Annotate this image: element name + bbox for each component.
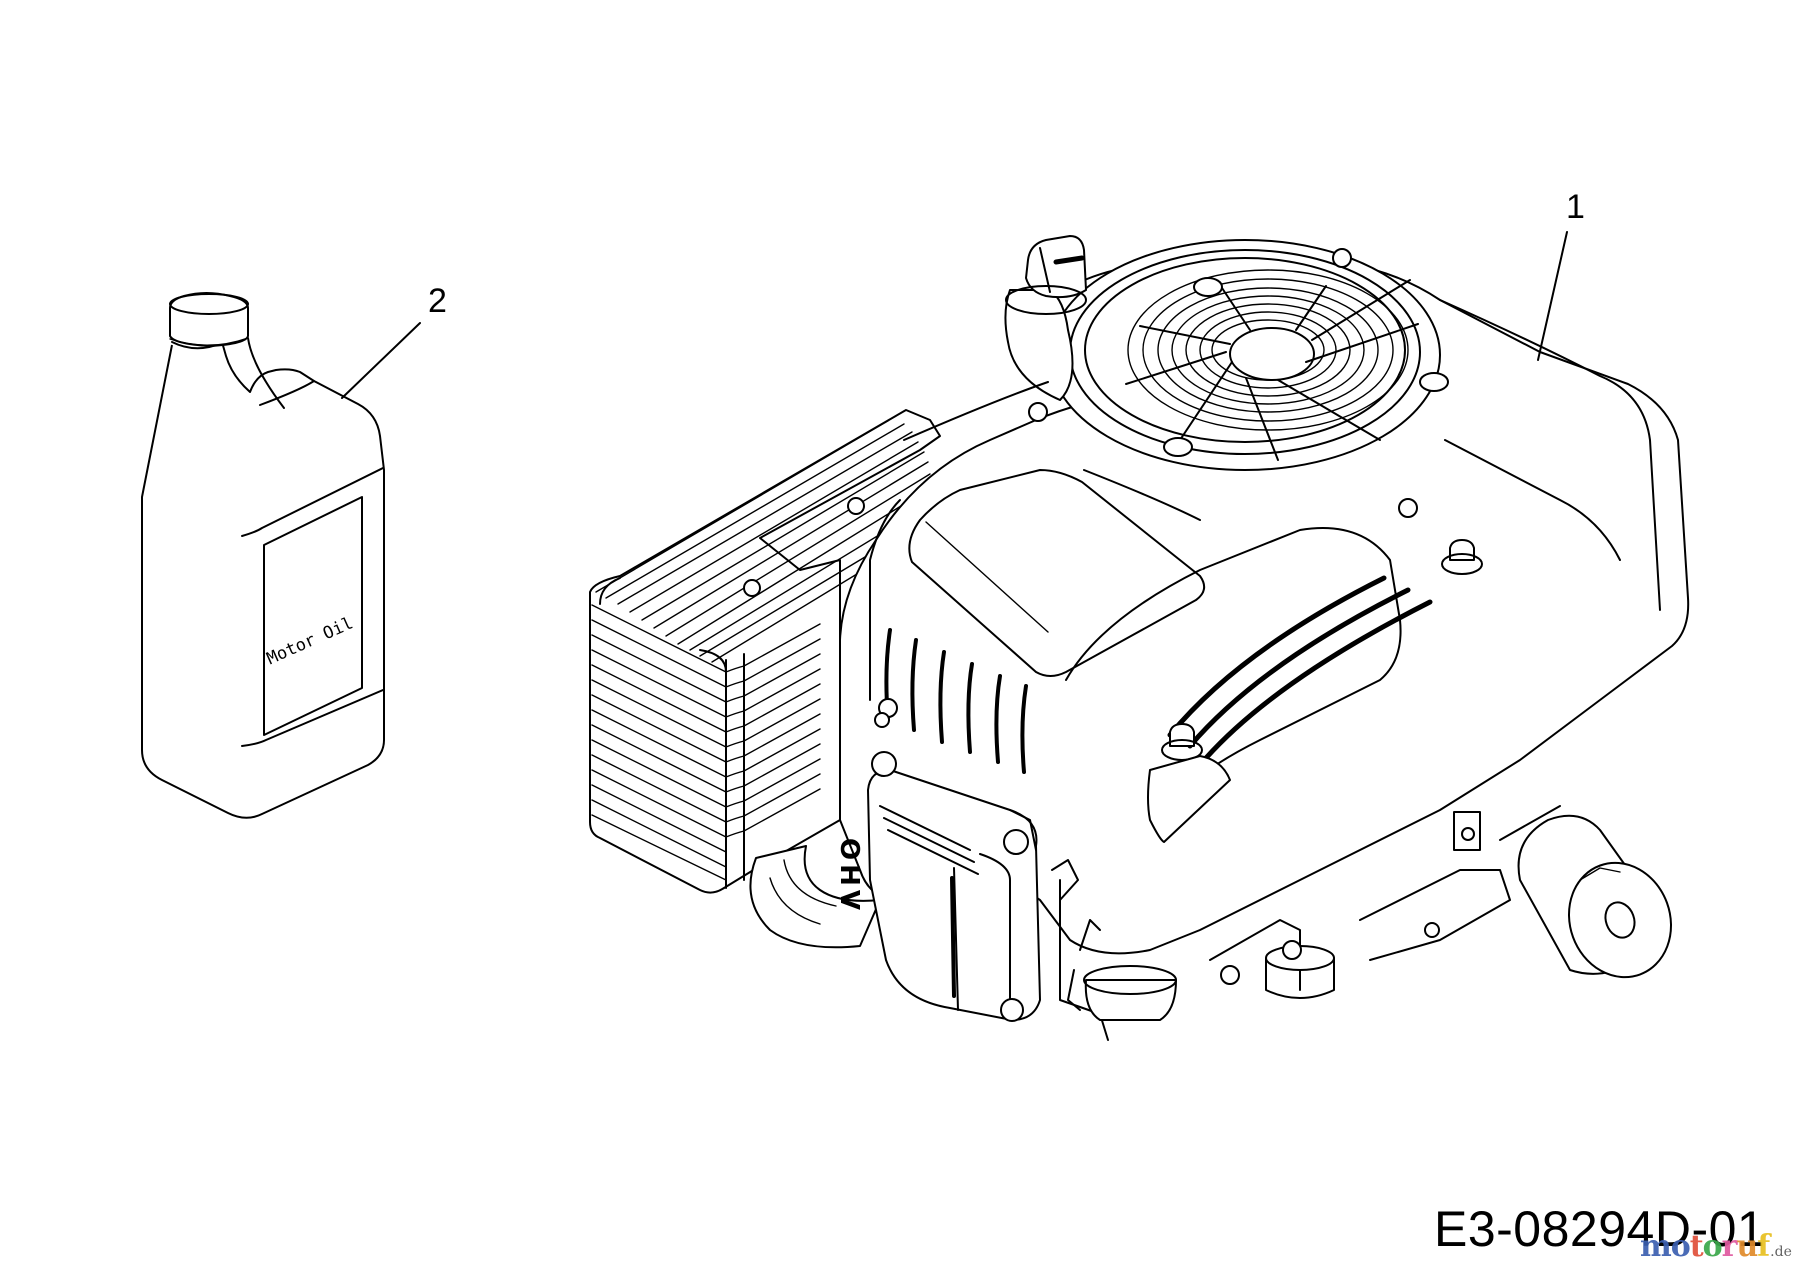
watermark-letter: f [1757,1229,1770,1264]
watermark-letter: u [1736,1229,1758,1264]
motoruf-watermark-logo: motoruf.de [1640,1232,1792,1262]
watermark-tld: .de [1770,1244,1792,1260]
valve-cover [867,751,1041,1022]
engine-illustration [589,235,1690,1041]
valve-cover-marking: OHV [834,838,864,914]
callout-1-leader [1537,231,1568,361]
drawing-number: E3-08294D-01 [1434,1201,1766,1257]
watermark-letter: t [1689,1229,1704,1264]
cylinder-fins [589,409,941,894]
watermark-letter: r [1721,1229,1738,1264]
watermark-letter: o [1670,1229,1691,1264]
watermark-letter: m [1640,1229,1672,1264]
oil-bottle-illustration [141,292,385,819]
callout-number-1: 1 [1566,188,1585,226]
watermark-letter: o [1702,1229,1723,1264]
oil-filter [1517,814,1673,979]
callout-number-2: 2 [428,282,447,320]
callout-2-leader [341,322,421,399]
